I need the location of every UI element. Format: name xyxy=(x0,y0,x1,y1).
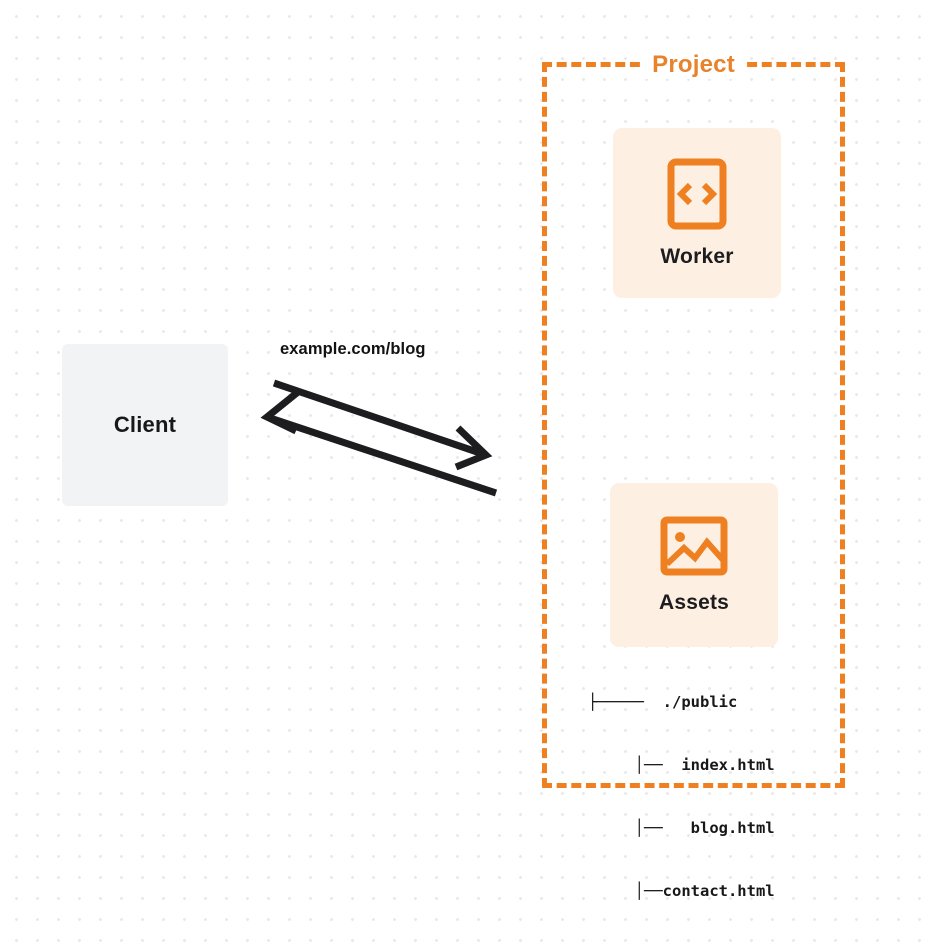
request-arrow xyxy=(272,379,493,471)
node-client[interactable]: Client xyxy=(62,344,228,506)
node-assets[interactable]: Assets xyxy=(610,483,778,647)
worker-label: Worker xyxy=(660,245,734,268)
file-tree-row: │── blog.html xyxy=(588,818,775,839)
file-tree-name: index.html xyxy=(662,756,775,774)
project-title: Project xyxy=(643,51,744,79)
client-label: Client xyxy=(113,412,177,437)
code-brackets-icon xyxy=(667,158,727,230)
connection-arrows xyxy=(260,379,498,497)
assets-file-tree: ├───── ./public │── index.html │── blog.… xyxy=(588,650,775,944)
file-tree-prefix: │── xyxy=(588,756,663,774)
assets-label: Assets xyxy=(658,591,730,614)
response-arrow xyxy=(260,389,498,497)
project-boundary: Project xyxy=(542,51,845,788)
node-worker[interactable]: Worker xyxy=(613,128,781,298)
file-tree-name: contact.html xyxy=(662,882,775,900)
file-tree-prefix: │── xyxy=(588,819,663,837)
file-tree-row: ├───── ./public xyxy=(588,692,775,713)
diagram-canvas: Client example.com/blog Project Worker xyxy=(62,51,845,900)
file-tree-row: │── index.html xyxy=(588,755,775,776)
image-icon xyxy=(660,516,728,576)
file-tree-prefix: ├───── xyxy=(588,693,644,711)
connection-label: example.com/blog xyxy=(280,340,426,358)
file-tree-name: ./public xyxy=(644,693,738,711)
file-tree-row: │──contact.html xyxy=(588,881,775,902)
file-tree-name: blog.html xyxy=(662,819,775,837)
file-tree-prefix: │── xyxy=(588,882,663,900)
